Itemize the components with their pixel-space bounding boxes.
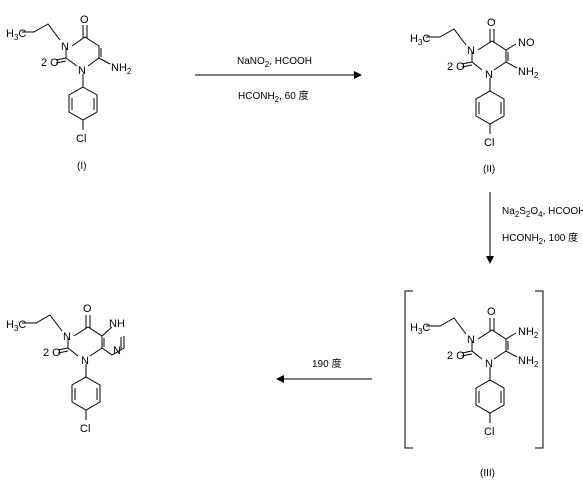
svg-text:H3C: H3C — [410, 33, 430, 47]
atom-NH2: NH2 — [518, 326, 539, 340]
atom-H: H — [6, 28, 14, 40]
atom-Cl: Cl — [484, 426, 494, 438]
compound-label-II: (II) — [483, 164, 495, 175]
atom-N: N — [485, 358, 493, 370]
atom-Cl: Cl — [76, 133, 86, 145]
svg-text:H3C: H3C — [6, 28, 26, 42]
reaction-step-2: Na2S2O4, HCOOH HCONH2, 100 度 — [486, 192, 583, 264]
atom-N: N — [61, 41, 69, 53]
atom-O: O — [487, 306, 496, 318]
reaction-step-3: 190 度 — [276, 357, 372, 383]
step2-reagents: Na2S2O4, HCOOH — [502, 206, 583, 219]
atom-N: N — [467, 334, 475, 346]
step1-reagents: NaNO2, HCOOH — [237, 56, 312, 69]
svg-text:H3C: H3C — [6, 319, 26, 333]
compound-label-III: (III) — [480, 468, 495, 479]
compound-label-I: (I) — [77, 161, 86, 172]
atom-H: H — [410, 33, 418, 45]
step3-conditions: 190 度 — [312, 357, 341, 370]
atom-N: N — [467, 45, 475, 57]
atom-H: H — [6, 319, 14, 331]
atom-NH2: NH2 — [111, 62, 132, 76]
atom-N: N — [63, 331, 71, 343]
atom-N: N — [113, 345, 121, 357]
atom-Cl: Cl — [80, 423, 90, 435]
atom-NH2: NH2 — [518, 355, 539, 369]
reaction-step-1: NaNO2, HCOOH HCONH2, 60 度 — [195, 56, 362, 104]
atom-O: O — [83, 303, 92, 315]
atom-O: O — [80, 14, 89, 26]
atom-NH-imidazole: NH — [109, 318, 125, 330]
atom-H: H — [410, 322, 418, 334]
step1-conditions: HCONH2, 60 度 — [238, 89, 309, 104]
atom-NH2: NH2 — [518, 66, 539, 80]
atom-N: N — [81, 355, 89, 367]
atom-O: O — [487, 17, 496, 29]
atom-N: N — [485, 69, 493, 81]
atom-N: N — [78, 65, 86, 77]
step2-conditions: HCONH2, 100 度 — [502, 231, 578, 246]
atom-NO: NO — [518, 37, 535, 49]
svg-text:H3C: H3C — [410, 322, 430, 336]
atom-Cl: Cl — [484, 137, 494, 149]
